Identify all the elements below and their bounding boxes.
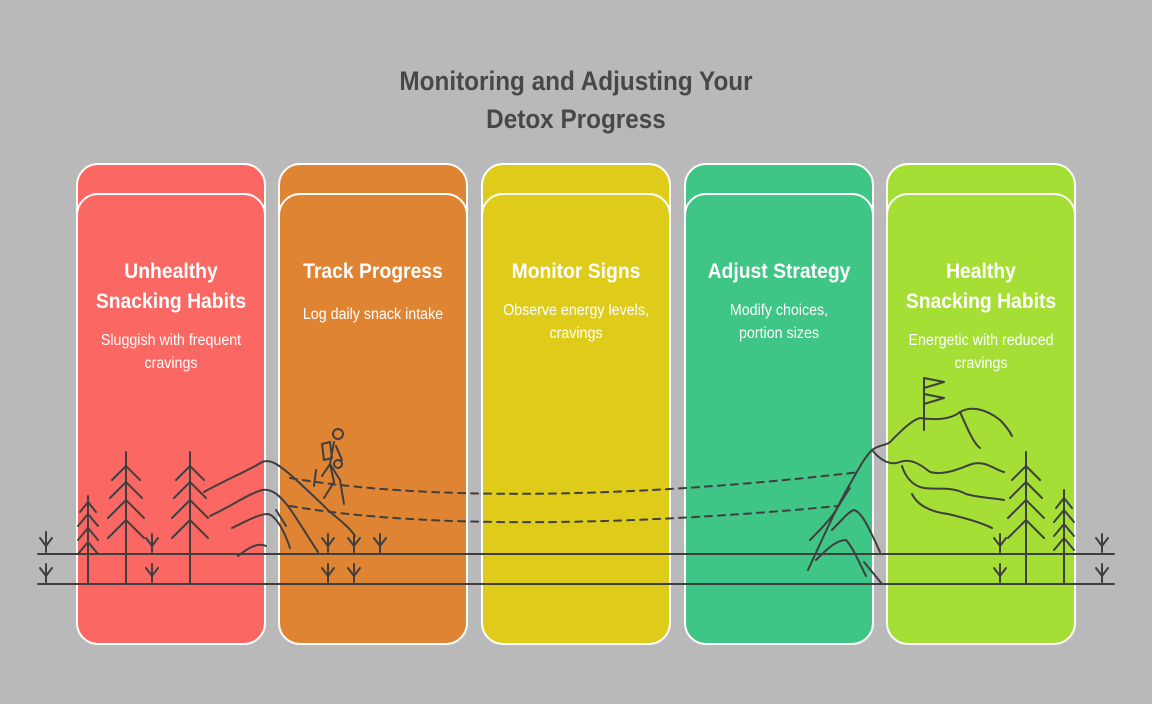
mountain-icon: [203, 460, 356, 557]
stage-card-unhealthy-snacking: Unhealthy Snacking Habits Sluggish with …: [76, 163, 266, 645]
stage-description: Modify choices, portion sizes: [699, 299, 859, 345]
stage-description-line-2: cravings: [954, 355, 1008, 372]
pine-tree-icon: [107, 451, 145, 585]
stage-card-monitor-signs: Monitor Signs Observe energy levels, cra…: [481, 163, 671, 645]
flag-icon: [923, 377, 945, 431]
stage-heading-line-1: Track Progress: [303, 260, 443, 283]
stage-card-track-progress: Track Progress Log daily snack intake: [278, 163, 468, 645]
hiker-icon: [313, 428, 345, 505]
trail-upper-dashed: [289, 471, 861, 495]
stage-description: Observe energy levels, cravings: [496, 299, 656, 345]
card-front-panel: [278, 193, 468, 645]
stage-description-line-1: Modify choices,: [729, 302, 829, 319]
stage-description-line-1: Sluggish with frequent: [100, 332, 242, 349]
stage-heading-line-1: Adjust Strategy: [707, 260, 851, 283]
trail-lower-dashed: [289, 505, 839, 524]
title-line-2: Detox Progress: [486, 104, 666, 134]
stage-description-line-2: portion sizes: [738, 325, 820, 342]
stage-description: Sluggish with frequent cravings: [91, 329, 251, 375]
stage-card-adjust-strategy: Adjust Strategy Modify choices, portion …: [684, 163, 874, 645]
diagram-title: Monitoring and Adjusting Your Detox Prog…: [58, 62, 1095, 138]
mountain-icon: [807, 407, 1013, 585]
card-front-panel: [76, 193, 266, 645]
card-front-panel: [684, 193, 874, 645]
stage-heading-line-2: Snacking Habits: [95, 290, 247, 313]
stage-heading: Monitor Signs: [489, 257, 664, 287]
stage-heading-line-1: Monitor Signs: [511, 260, 641, 283]
pine-tree-icon: [1007, 451, 1045, 585]
pine-tree-icon: [1053, 489, 1075, 585]
stage-heading-line-2: Snacking Habits: [905, 290, 1057, 313]
stage-heading-line-1: Healthy: [946, 260, 1016, 283]
pine-tree-icon: [77, 495, 99, 585]
stage-heading: Unhealthy Snacking Habits: [84, 257, 259, 317]
pine-tree-icon: [171, 451, 209, 585]
stage-description-line-2: cravings: [144, 355, 198, 372]
card-front-panel: [481, 193, 671, 645]
stage-description: Energetic with reduced cravings: [901, 329, 1061, 375]
stage-heading: Adjust Strategy: [692, 257, 867, 287]
stage-heading: Healthy Snacking Habits: [894, 257, 1069, 317]
stage-description-line-1: Observe energy levels,: [503, 302, 649, 319]
stage-description-line-2: cravings: [549, 325, 603, 342]
title-line-1: Monitoring and Adjusting Your: [399, 66, 753, 96]
grass-sprout-icon: [39, 531, 1109, 583]
stage-description-line-1: Energetic with reduced: [908, 332, 1054, 349]
stage-heading-line-1: Unhealthy: [124, 260, 218, 283]
stage-description-line-1: Log daily snack intake: [302, 306, 444, 323]
stage-description: Log daily snack intake: [293, 303, 453, 326]
stage-heading: Track Progress: [286, 257, 461, 287]
